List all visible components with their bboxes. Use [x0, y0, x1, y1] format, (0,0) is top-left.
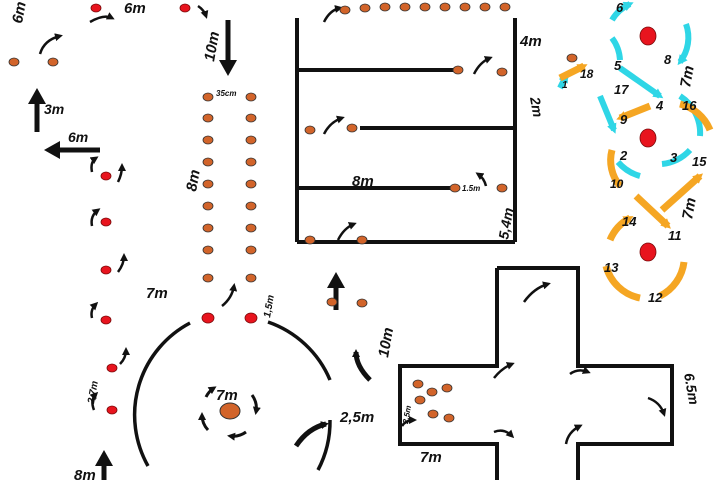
- station-15: 15: [692, 154, 707, 169]
- label-2-5m: 2,5m: [339, 409, 374, 426]
- label-10m-right: 10m: [375, 326, 397, 359]
- orange-cones: [8, 2, 578, 423]
- station-5: 5: [614, 58, 622, 73]
- small-curved-arrows: [38, 4, 667, 445]
- station-numbers: 1 2 3 4 5 6 8 9 10 11 12 13 14 15 16 17 …: [562, 0, 707, 305]
- label-2-5m-small: 2,5m: [401, 405, 413, 426]
- label-6m-top: 6m: [124, 0, 146, 17]
- station-2: 2: [619, 148, 628, 163]
- station-12: 12: [648, 290, 663, 305]
- orange-paths: [558, 62, 714, 302]
- distance-labels: 6m 6m 3m 6m 10m 35cm 8m 7m 1,5m 2,7m 8m …: [9, 0, 702, 480]
- label-7m-cross: 7m: [420, 449, 442, 466]
- station-16: 16: [682, 98, 697, 113]
- curved-big-arrows: [293, 349, 372, 448]
- cyan-paths: [557, 1, 704, 179]
- label-7m-left: 7m: [146, 285, 168, 302]
- maze-structure: [295, 18, 517, 244]
- label-5-4m: 5,4m: [495, 206, 516, 240]
- label-10m-top: 10m: [201, 30, 223, 63]
- label-35cm: 35cm: [216, 89, 236, 98]
- label-2-7m: 2,7m: [86, 380, 101, 405]
- label-7m-circle: 7m: [216, 387, 238, 404]
- station-17: 17: [614, 82, 629, 97]
- station-14: 14: [622, 214, 637, 229]
- direction-arrows: [28, 20, 345, 480]
- label-8m-vertical: 8m: [183, 168, 204, 192]
- station-9: 9: [620, 112, 628, 127]
- label-7m-right-bottom: 7m: [679, 196, 700, 220]
- label-3m: 3m: [44, 101, 64, 117]
- circle-rotation-arrows: [198, 386, 261, 441]
- center-cone: [219, 402, 241, 420]
- label-8m-bottom: 8m: [74, 467, 96, 480]
- label-6m-left: 6m: [68, 129, 88, 145]
- label-1-5m-right: 1,5m: [262, 294, 277, 318]
- station-6: 6: [616, 0, 624, 15]
- label-7m-right-top: 7m: [677, 64, 698, 88]
- station-10: 10: [610, 177, 624, 191]
- label-2m: 2m: [527, 95, 546, 119]
- cross-structure: [398, 266, 674, 480]
- label-8m-maze: 8m: [352, 173, 374, 190]
- station-8: 8: [664, 52, 672, 67]
- station-4: 4: [655, 98, 664, 113]
- label-6m-top-left: 6m: [9, 0, 30, 24]
- label-4m: 4m: [519, 33, 542, 50]
- label-1-5m-small: 1.5m: [462, 184, 480, 193]
- red-cones: [90, 3, 657, 415]
- station-13: 13: [604, 260, 619, 275]
- station-1: 1: [562, 80, 568, 91]
- circle-structure: [132, 320, 332, 471]
- station-18: 18: [580, 67, 594, 81]
- label-6-5m: 6.5m: [681, 372, 702, 406]
- station-11: 11: [668, 228, 682, 243]
- station-3: 3: [670, 150, 678, 165]
